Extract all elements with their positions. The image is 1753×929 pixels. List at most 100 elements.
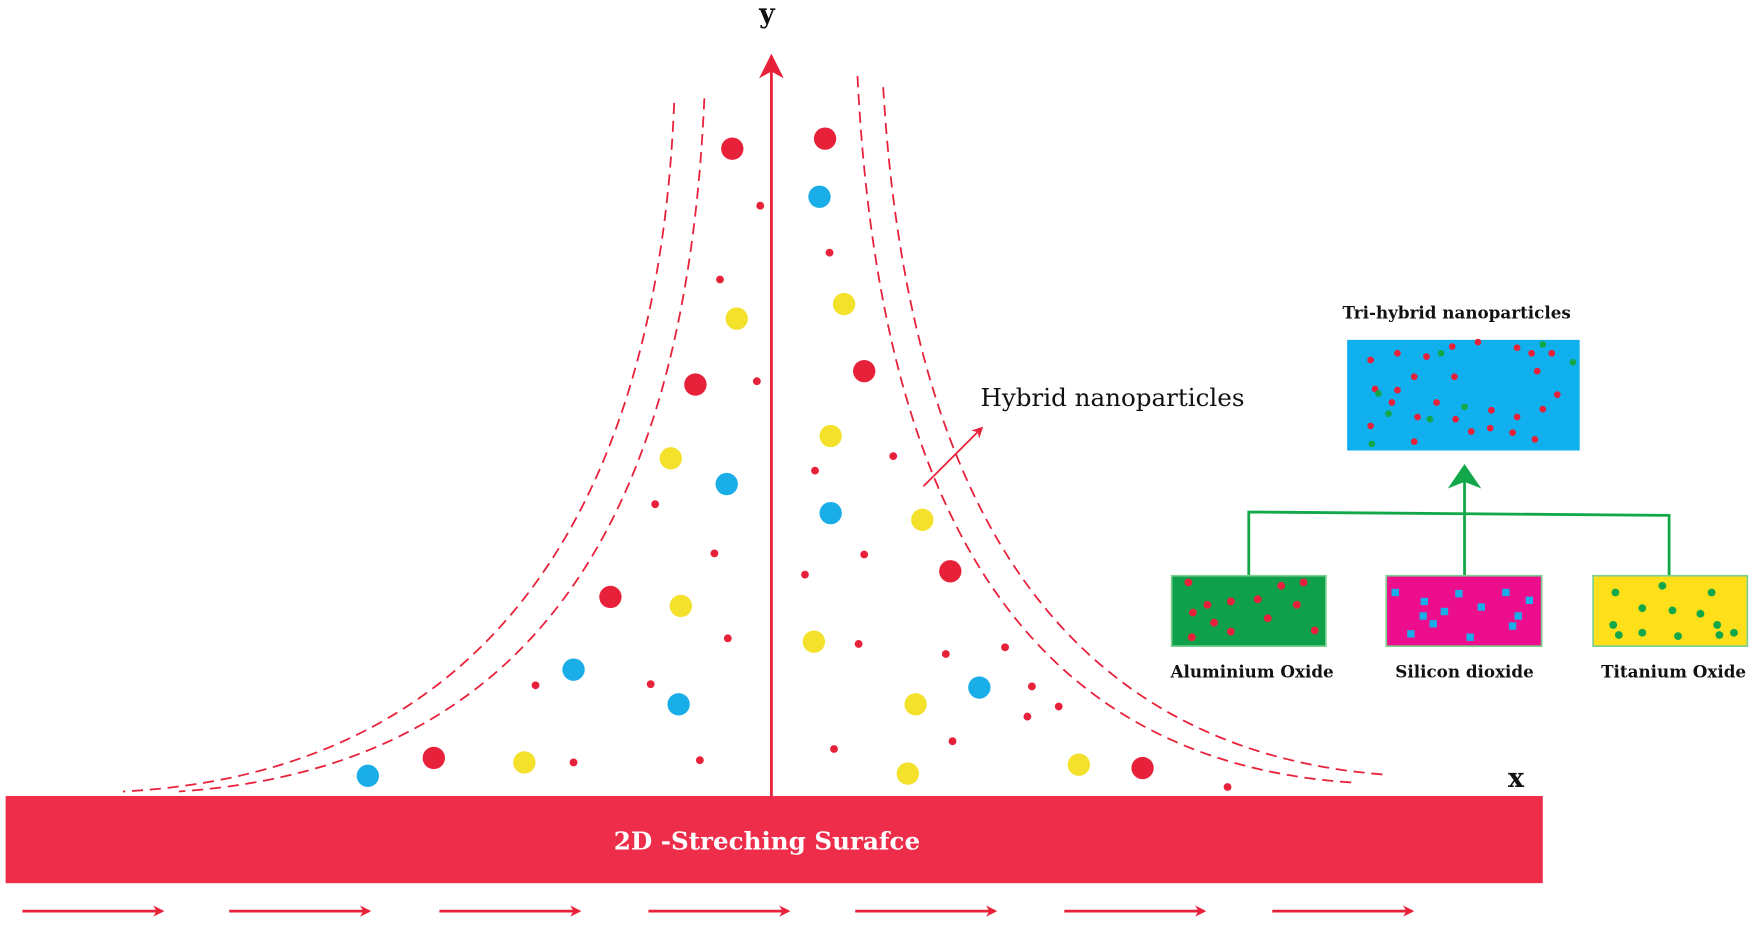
red-dot (1263, 614, 1272, 623)
yellow-nanoparticle (659, 447, 682, 470)
small-particle (1027, 682, 1036, 691)
cyan-square (1391, 588, 1399, 597)
cyan-square (1477, 603, 1485, 611)
small-particle (825, 248, 834, 257)
blue-nanoparticle (808, 185, 831, 208)
green-dot (1715, 631, 1724, 639)
red-dot (1410, 373, 1418, 381)
green-dot (1426, 415, 1434, 423)
red-dot (1210, 618, 1219, 627)
cyan-square (1508, 622, 1517, 630)
red-dot (1367, 422, 1374, 430)
small-particle (695, 756, 704, 765)
small-particle (1054, 702, 1063, 711)
red-dot (1451, 373, 1458, 381)
red-dot (1452, 415, 1459, 423)
green-dot (1730, 628, 1738, 637)
red-nanoparticle (813, 127, 837, 150)
red-dot (1367, 356, 1374, 364)
green-dot (1658, 581, 1667, 590)
yellow-nanoparticle (802, 630, 826, 653)
red-nanoparticle (599, 585, 622, 609)
red-dot (1513, 413, 1521, 421)
green-dot (1539, 340, 1547, 348)
cyan-square (1455, 589, 1463, 598)
left-inner-curve (178, 98, 706, 793)
small-particle (948, 737, 957, 746)
blue-nanoparticle (356, 764, 380, 788)
nanoparticles (356, 127, 1232, 791)
green-dot (1611, 588, 1620, 597)
red-dot (1513, 344, 1521, 352)
y-axis-label: y (758, 0, 776, 29)
tri-hybrid-title: Tri-hybrid nanoparticles (1343, 303, 1571, 323)
red-dot (1292, 600, 1301, 609)
small-particle (860, 550, 869, 559)
hybrid-pointer-arrow-icon (922, 426, 984, 487)
titanium-oxide-label: Titanium Oxide (1601, 661, 1746, 681)
small-particle (646, 680, 655, 689)
red-dot (1226, 597, 1235, 606)
red-nanoparticle (939, 560, 962, 583)
green-dot (1461, 403, 1468, 411)
red-dot (1410, 438, 1418, 445)
red-dot (1528, 349, 1535, 357)
red-dot (1467, 428, 1475, 435)
yellow-nanoparticle (904, 693, 927, 716)
boundary-layer-curves (122, 75, 1387, 793)
red-dot (1187, 633, 1196, 642)
tri-hybrid-particles (1367, 338, 1577, 448)
red-dot (1486, 424, 1494, 432)
red-dot (1184, 578, 1193, 587)
red-dot (1226, 627, 1235, 636)
yellow-nanoparticle (669, 594, 693, 618)
cyan-square (1502, 588, 1510, 597)
yellow-nanoparticle (725, 307, 748, 330)
stretching-surface (5, 795, 1543, 884)
green-dot (1707, 588, 1716, 597)
red-dot (1188, 608, 1197, 617)
combine-arrowhead-icon (1447, 463, 1482, 489)
small-particle (854, 640, 863, 648)
cyan-square (1419, 612, 1427, 620)
small-particle (1023, 712, 1032, 721)
small-particle (1223, 783, 1232, 791)
blue-nanoparticle (562, 658, 585, 681)
yellow-nanoparticle (832, 292, 856, 316)
small-particle (1001, 643, 1009, 652)
yellow-nanoparticle (513, 751, 536, 774)
right-outer-curve (882, 87, 1387, 776)
silicon-dioxide-label: Silicon dioxide (1395, 661, 1534, 681)
cyan-square (1440, 607, 1449, 616)
yellow-nanoparticle (819, 424, 842, 448)
green-dot (1696, 609, 1705, 618)
green-dot (1674, 632, 1682, 641)
small-particle (830, 745, 838, 753)
left-outer-curve (122, 102, 676, 793)
component-particles (1184, 578, 1738, 642)
y-axis-arrowhead-icon (759, 53, 784, 79)
red-nanoparticle (1131, 756, 1154, 780)
green-dot (1385, 410, 1392, 417)
green-dot (1668, 606, 1677, 615)
yellow-nanoparticle (896, 762, 919, 785)
aluminium-oxide-label: Aluminium Oxide (1170, 661, 1334, 681)
blue-nanoparticle (715, 472, 738, 496)
cyan-square (1525, 596, 1534, 605)
blue-nanoparticle (968, 676, 991, 699)
small-particle (710, 549, 719, 558)
red-dot (1474, 338, 1482, 346)
green-dot (1609, 621, 1618, 629)
cyan-square (1420, 597, 1428, 606)
blue-nanoparticle (819, 501, 842, 525)
green-dot (1638, 604, 1647, 613)
green-dot (1614, 631, 1623, 639)
cyan-square (1429, 620, 1437, 628)
red-nanoparticle (684, 373, 707, 396)
yellow-nanoparticle (911, 508, 934, 532)
small-particle (889, 452, 898, 461)
red-dot (1433, 399, 1440, 406)
cyan-square (1466, 633, 1474, 641)
small-particle (801, 570, 809, 579)
